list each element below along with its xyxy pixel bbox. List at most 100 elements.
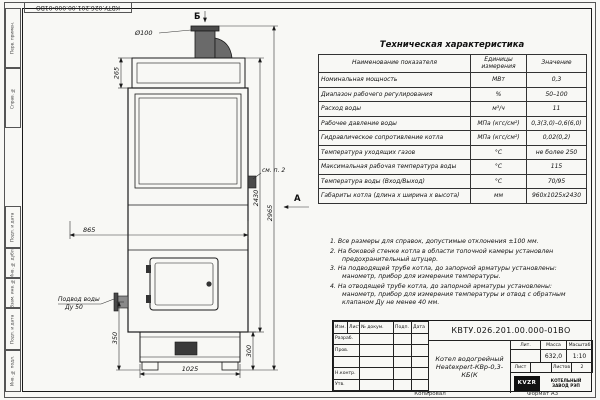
- row-value: 0,3: [526, 72, 587, 88]
- sheet-label: Лист: [511, 363, 531, 373]
- row-units: МПа (кгс/см²): [470, 130, 527, 146]
- row-name: Диапазон рабочего регулирования: [318, 86, 471, 102]
- inner-frame: [22, 8, 592, 392]
- row-razrab: Разраб.: [333, 332, 360, 345]
- mass-label: Масса: [541, 341, 567, 350]
- row-units: мм: [470, 188, 527, 204]
- product-name: Котел водогрейный Heatexpert-КВр-0,3- КБ…: [428, 341, 511, 393]
- col-podp: Подп.: [393, 321, 412, 334]
- table-row: Диапазон рабочего регулирования%50–100: [318, 86, 587, 102]
- row-units: %: [470, 86, 527, 102]
- dimension-labels: Б Ø100 265 865 А см. п. 2 2430 2965 350 …: [58, 12, 301, 373]
- row-value: 50–100: [526, 86, 587, 102]
- row-name: Температура уходящих газов: [318, 144, 471, 160]
- notes: 1. Все размеры для справок, допустимые о…: [330, 238, 588, 309]
- row-prov: Пров.: [333, 344, 360, 357]
- boiler-outline: [113, 25, 257, 371]
- row-name: Расход воды: [318, 101, 471, 117]
- col-header-name: Наименование показателя: [318, 54, 471, 73]
- dim-265-label: 265: [113, 67, 121, 79]
- tech-table-title: Техническая характеристика: [379, 40, 525, 50]
- stamp-inv-dubl: Инв. № дубл.: [5, 248, 21, 278]
- note-3: 3. На подводящей трубе котла, до запорно…: [330, 265, 557, 281]
- row-units: °С: [470, 144, 527, 160]
- note-2: 2. На боковой стенке котла в области топ…: [330, 247, 554, 263]
- org-cell: KVZR КОТЕЛЬНЫЙ ЗАВОД РЭП: [511, 373, 593, 393]
- doc-number: КВТУ.026.201.00.000-01ВО: [428, 321, 593, 341]
- row-name: Номинальная мощность: [318, 72, 471, 88]
- stamp-podp-data-2: Подп. и дата: [5, 308, 21, 350]
- view-b-label: Б: [194, 12, 200, 22]
- water-inlet-label: Подвод воды: [58, 296, 100, 303]
- row-units: МВт: [470, 72, 527, 88]
- footer-format: Формат А3: [526, 391, 559, 397]
- col-header-units: Единицы измерения: [470, 54, 527, 73]
- dim-2965-label: 2965: [266, 205, 274, 222]
- sheets-label: Листов: [552, 363, 572, 373]
- note-ref-label: см. п. 2: [262, 167, 285, 174]
- col-header-value: Значение: [526, 54, 587, 73]
- tech-table-header: Наименование показателя Единицы измерени…: [318, 54, 587, 73]
- col-date: Дата: [411, 321, 429, 334]
- row-name: Гидравлическое сопротивление котла: [318, 130, 471, 146]
- row-value: не более 250: [526, 144, 587, 160]
- row-value: 11: [526, 101, 587, 117]
- sheet-value: [531, 363, 552, 373]
- col-list: Лист: [347, 321, 360, 334]
- row-name: Рабочее давление воды: [318, 115, 471, 131]
- row-value: 0,02(0,2): [526, 130, 587, 146]
- org-name: КОТЕЛЬНЫЙ ЗАВОД РЭП: [550, 377, 582, 388]
- stamp-inv-podl: Инв. № подл.: [5, 350, 21, 392]
- chimney-diameter-label: Ø100: [134, 29, 153, 37]
- mass-value: 632,0: [541, 350, 567, 363]
- water-inlet-dn-label: Ду 50: [64, 304, 83, 311]
- row-value: 115: [526, 159, 587, 175]
- col-izm: Изм.: [333, 321, 348, 334]
- kvzr-logo: KVZR: [514, 375, 540, 391]
- scale-label: Масштаб: [567, 341, 593, 350]
- dim-865-label: 865: [83, 226, 95, 234]
- row-units: МПа (кгс/см²): [470, 115, 527, 131]
- col-doc: № докум.: [359, 321, 394, 334]
- dim-300-label: 300: [245, 345, 253, 357]
- sheets-value: 2: [572, 363, 593, 373]
- row-units: °С: [470, 159, 527, 175]
- footer-copied-by: Копировал: [414, 391, 446, 397]
- tech-table: Наименование показателя Единицы измерени…: [318, 54, 587, 204]
- lit-label: Лит.: [511, 341, 541, 350]
- row-units: м³/ч: [470, 101, 527, 117]
- lit-value: [511, 350, 541, 363]
- row-name: Габариты котла (длина х ширина х высота): [318, 188, 471, 204]
- stamp-podp-data-1: Подп. и дата: [5, 206, 21, 248]
- row-nkontr: Н.контр.: [333, 367, 360, 380]
- stamp-vzam-inv: Взам. инв. №: [5, 278, 21, 308]
- row-value: 0,3(3,0)–0,6(6,0): [526, 115, 587, 131]
- row-name: Максимальная рабочая температура воды: [318, 159, 471, 175]
- view-a-label: А: [294, 194, 301, 204]
- row-units: °С: [470, 173, 527, 189]
- outer-frame: [4, 2, 596, 398]
- row-name: Температура воды (Вход/Выход): [318, 173, 471, 189]
- tech-characteristics: Техническая характеристика Наименование …: [318, 40, 587, 204]
- dim-1025-label: 1025: [182, 365, 199, 373]
- title-block-right: Лит. Масса Масштаб 632,0 1:10 Лист Листо…: [511, 341, 593, 393]
- note-1: 1. Все размеры для справок, допустимые о…: [330, 238, 539, 245]
- stamp-perv-primen: Перв. примен.: [5, 8, 21, 68]
- row-utv: Утв.: [333, 378, 360, 391]
- row-value: 960х1025х2430: [526, 188, 587, 204]
- row-value: 70/95: [526, 173, 587, 189]
- title-block: Изм. Лист № докум. Подп. Дата Разраб. Пр…: [332, 320, 593, 393]
- scale-value: 1:10: [567, 350, 593, 363]
- title-block-left-grid: Изм. Лист № докум. Подп. Дата Разраб. Пр…: [333, 321, 429, 391]
- table-row: Габариты котла (длина х ширина х высота)…: [318, 188, 587, 204]
- note-4: 4. На отводящей трубе котла, до запорной…: [330, 282, 566, 306]
- dimension-lines: [58, 11, 309, 378]
